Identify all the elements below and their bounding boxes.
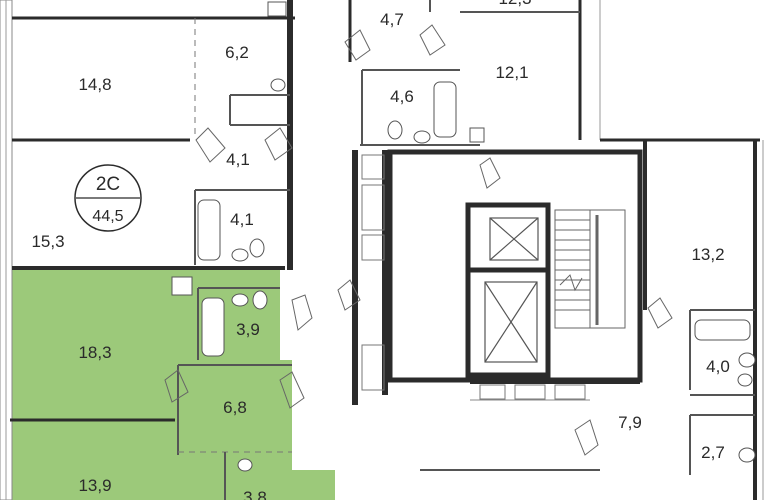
staircase — [554, 209, 626, 329]
boiler-icon — [171, 276, 193, 296]
sink-icon — [231, 248, 249, 262]
apartment-code: 2С — [96, 174, 120, 195]
sink-icon — [737, 373, 753, 387]
room-area-7-9: 7,9 — [618, 413, 642, 432]
room-area-3-8: 3,8 — [243, 488, 267, 500]
stair-elevator-core — [387, 149, 643, 401]
sink-icon — [270, 78, 286, 92]
room-area-4-1-bath: 4,1 — [230, 210, 254, 229]
room-area-6-2: 6,2 — [225, 43, 249, 62]
toilet-icon — [738, 352, 756, 368]
interior-walls — [177, 0, 755, 500]
toilet-icon — [237, 458, 253, 472]
room-area-13-2: 13,2 — [691, 245, 724, 264]
bathtub-icon — [433, 81, 457, 138]
toilet-icon — [387, 120, 403, 140]
room-area-3-9: 3,9 — [236, 320, 260, 339]
plumbing-fixtures — [171, 1, 756, 472]
bathtub-icon — [201, 297, 225, 357]
toilet-icon — [249, 238, 265, 258]
room-labels: 12,3 4,7 12,1 14,8 6,2 4,6 4,1 4,1 15,3 … — [31, 0, 729, 500]
room-area-12-3: 12,3 — [498, 0, 531, 8]
apartment-total-area: 44,5 — [92, 208, 123, 225]
room-area-14-8: 14,8 — [78, 75, 111, 94]
apartment-marker[interactable]: 2С 44,5 — [74, 164, 142, 232]
room-area-13-9: 13,9 — [78, 476, 111, 495]
bathtub-icon — [694, 319, 751, 341]
room-area-4-7: 4,7 — [380, 10, 404, 29]
toilet-icon — [738, 447, 756, 463]
toilet-icon — [252, 290, 268, 310]
room-area-4-0: 4,0 — [706, 357, 730, 376]
elevator-1 — [489, 217, 539, 261]
door-swings — [164, 24, 673, 456]
elevator-2 — [484, 281, 538, 363]
room-area-15-3: 15,3 — [31, 232, 64, 251]
room-area-4-1-hall: 4,1 — [226, 150, 250, 169]
boiler-icon — [267, 1, 287, 17]
boiler-icon — [469, 127, 485, 143]
service-shafts — [361, 154, 586, 400]
highlighted-apartment[interactable] — [12, 270, 335, 500]
room-area-12-1: 12,1 — [495, 63, 528, 82]
sink-icon — [413, 130, 431, 144]
highlighted-apartment-fill — [12, 270, 335, 500]
room-area-2-7: 2,7 — [701, 443, 725, 462]
room-area-6-8: 6,8 — [223, 398, 247, 417]
sink-icon — [231, 293, 249, 307]
bathtub-icon — [197, 199, 221, 261]
room-area-18-3: 18,3 — [78, 343, 111, 362]
room-area-4-6: 4,6 — [390, 87, 414, 106]
